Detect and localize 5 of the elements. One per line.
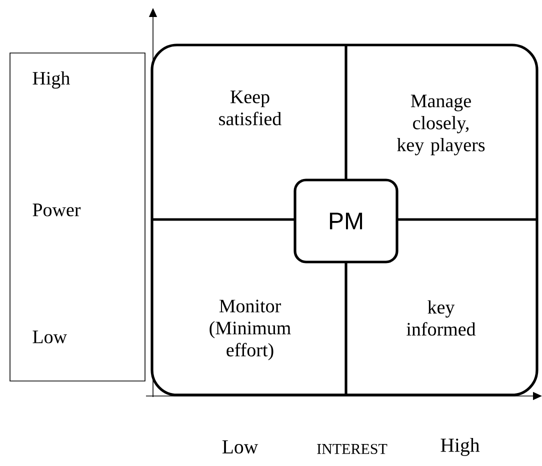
axis-label: Low bbox=[222, 440, 258, 454]
axis-label: INTEREST bbox=[317, 444, 388, 454]
axis-label: High bbox=[440, 438, 480, 456]
axis-label-box: High Power Low bbox=[10, 52, 146, 382]
center-box: PM bbox=[294, 178, 398, 264]
